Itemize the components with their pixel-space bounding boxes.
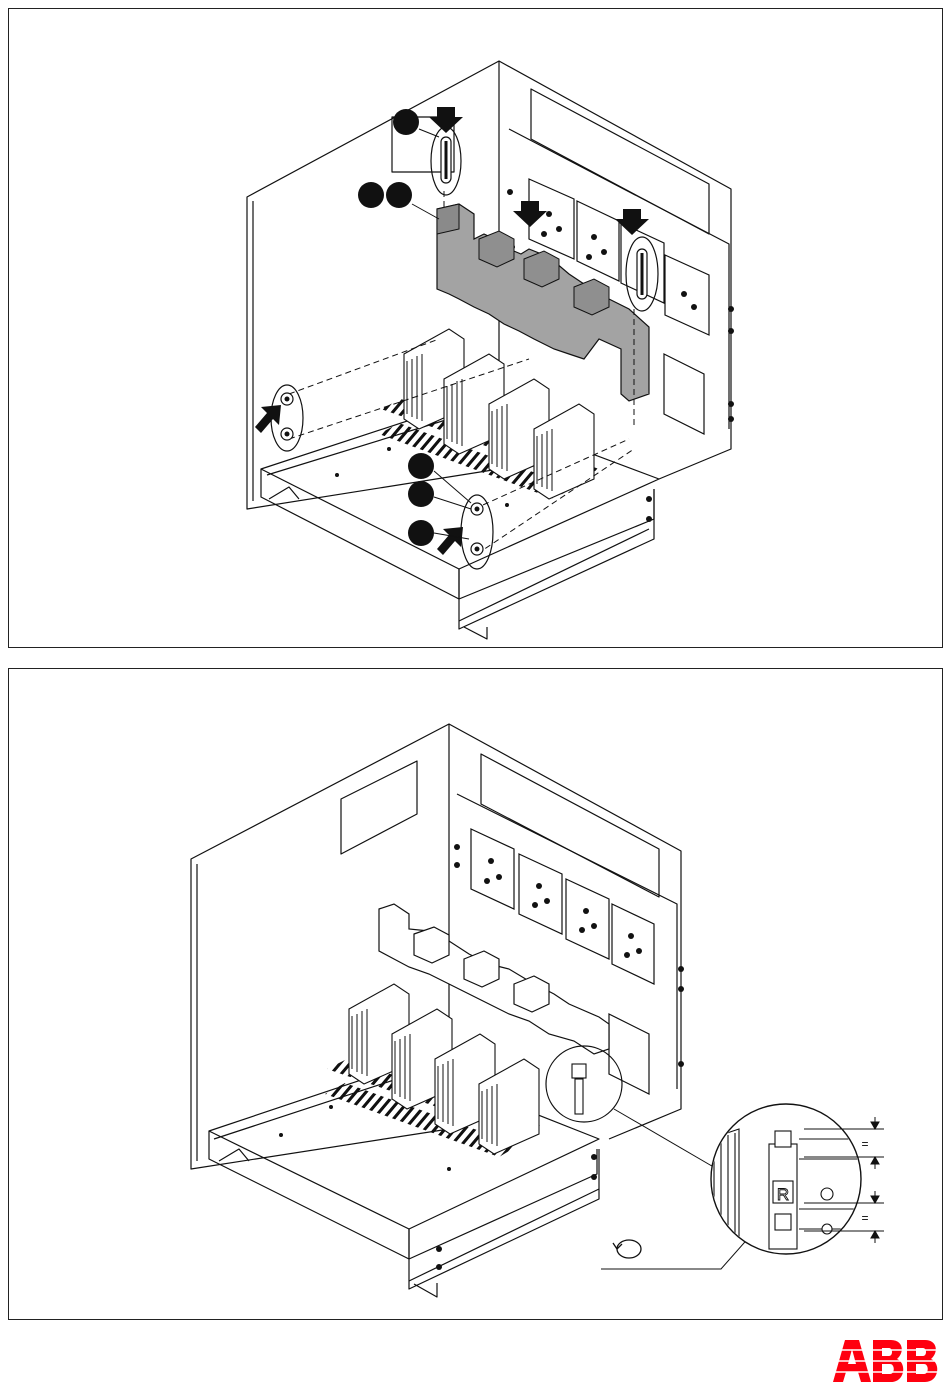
callout-6: [408, 520, 434, 546]
callout-1: [393, 109, 419, 135]
arrow-up-right-icon: [437, 527, 463, 555]
callout-4: [408, 453, 434, 479]
dimension-equal-bottom: =: [861, 1211, 868, 1225]
callout-2: [358, 182, 384, 208]
detail-label-r: R: [777, 1185, 789, 1204]
callout-markers: [358, 109, 434, 546]
detail-magnifier: R: [709, 1104, 869, 1259]
arrow-down-icon: [429, 107, 463, 133]
cabinet-installed-diagram: R = =: [9, 669, 944, 1321]
zoom-source-circle: [546, 1046, 622, 1122]
callout-5: [408, 481, 434, 507]
figure-removal-panel: [8, 8, 943, 648]
cabinet-exploded-diagram: [9, 9, 944, 649]
dimension-equal-top: =: [861, 1137, 868, 1151]
abb-logo: [833, 1338, 943, 1382]
arrow-down-icon: [615, 209, 649, 235]
rotation-arrow-icon: [613, 1240, 641, 1258]
callout-3: [386, 182, 412, 208]
figure-installation-panel: R = =: [8, 668, 943, 1320]
arrow-up-right-icon: [255, 405, 281, 433]
